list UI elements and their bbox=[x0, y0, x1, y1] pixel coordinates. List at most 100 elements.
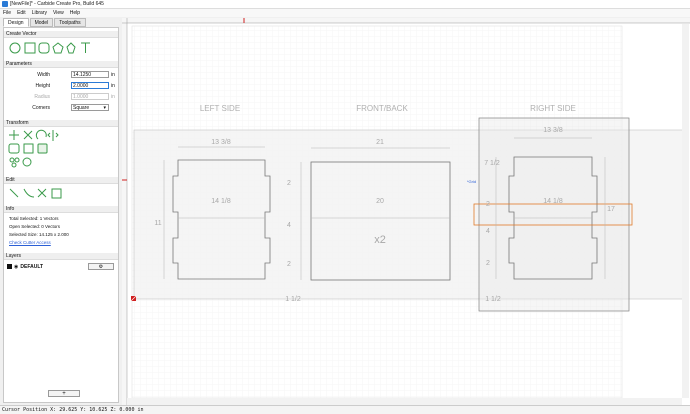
dim-right-inner: 14 1/8 bbox=[543, 198, 563, 205]
chevron-down-icon: ▾ bbox=[103, 104, 106, 111]
menu-file[interactable]: File bbox=[3, 10, 12, 16]
right-side-vector[interactable] bbox=[508, 156, 598, 280]
dim-left-height: 11 bbox=[154, 220, 161, 227]
scale-icon[interactable] bbox=[23, 130, 33, 140]
transform-header: Transform bbox=[4, 120, 118, 127]
info-open-selected: Open Selected: 0 Vectors bbox=[9, 224, 61, 229]
horizontal-scrollbar[interactable] bbox=[127, 398, 682, 405]
eye-icon[interactable]: ◉ bbox=[14, 263, 19, 270]
cursor-position: Cursor Position X: 29.625 Y: 10.625 Z: 0… bbox=[2, 407, 144, 413]
dim-left-inner: 14 1/8 bbox=[211, 198, 231, 205]
menu-library[interactable]: Library bbox=[31, 10, 47, 16]
top-ruler bbox=[122, 18, 690, 23]
rectangle-icon[interactable] bbox=[24, 42, 36, 54]
edit-header: Edit bbox=[4, 177, 118, 184]
menu-view[interactable]: View bbox=[52, 10, 64, 16]
dimension-lines bbox=[163, 137, 606, 280]
menu-help[interactable]: Help bbox=[69, 10, 81, 16]
label-right-side: RIGHT SIDE bbox=[530, 104, 576, 113]
dim-left-top: 13 3/8 bbox=[211, 139, 231, 146]
status-bar: Cursor Position X: 29.625 Y: 10.625 Z: 0… bbox=[0, 405, 690, 414]
edit-toolbar bbox=[9, 188, 62, 199]
dim-front-qty: x2 bbox=[374, 234, 386, 246]
mirror-icon[interactable] bbox=[47, 130, 59, 141]
layer-color-swatch[interactable] bbox=[7, 264, 12, 269]
grid-tag: *Grid bbox=[467, 179, 476, 184]
info-total-selected: Total Selected: 1 Vectors bbox=[9, 216, 59, 221]
layers-header: Layers bbox=[4, 253, 118, 260]
star-icon[interactable] bbox=[66, 42, 76, 54]
array-dot-icon bbox=[11, 162, 17, 168]
dim-front-inner: 20 bbox=[376, 198, 384, 205]
array-icon[interactable] bbox=[9, 157, 15, 163]
window-title: [NewFile]* - Carbide Create Pro, Build 6… bbox=[10, 1, 104, 7]
selected-vector-outline[interactable] bbox=[473, 203, 633, 226]
join-icon[interactable] bbox=[51, 188, 62, 199]
dim-right-top: 13 3/8 bbox=[543, 127, 563, 134]
boolean-icon[interactable] bbox=[23, 143, 34, 154]
create-vector-toolbar bbox=[9, 42, 90, 54]
app-logo-icon bbox=[2, 1, 8, 7]
offset-icon[interactable] bbox=[8, 143, 20, 154]
left-side-vector[interactable] bbox=[172, 159, 271, 280]
layer-name: DEFAULT bbox=[20, 263, 44, 270]
menu-edit[interactable]: Edit bbox=[17, 10, 26, 16]
menu-bar: File Edit Library View Help bbox=[0, 9, 690, 17]
dim-right-2: 2 bbox=[486, 201, 490, 208]
front-back-vector[interactable] bbox=[310, 161, 451, 281]
radius-label: Radius bbox=[34, 94, 50, 100]
text-icon[interactable] bbox=[81, 42, 90, 53]
dim-right-1: 7 1/2 bbox=[484, 160, 500, 167]
corners-label: Corners bbox=[32, 105, 50, 111]
tab-model[interactable]: Model bbox=[29, 18, 54, 27]
info-header: Info bbox=[4, 206, 118, 213]
label-front-back: FRONT/BACK bbox=[356, 104, 408, 113]
rounded-rectangle-icon[interactable] bbox=[38, 42, 50, 54]
parameters-header: Parameters bbox=[4, 61, 118, 68]
check-cutter-link[interactable]: Check Cutter Access bbox=[9, 240, 51, 245]
design-canvas[interactable]: LEFT SIDE FRONT/BACK RIGHT SIDE 13 3/8 1… bbox=[122, 18, 690, 405]
node-edit-icon[interactable] bbox=[9, 188, 19, 198]
curve-icon[interactable] bbox=[23, 188, 35, 198]
dim-bottom-right: 1 1/2 bbox=[485, 296, 501, 303]
add-layer-button[interactable]: + bbox=[48, 390, 80, 397]
canvas-svg[interactable]: LEFT SIDE FRONT/BACK RIGHT SIDE 13 3/8 1… bbox=[122, 18, 690, 405]
width-label: Width bbox=[37, 72, 50, 78]
transform-toolbar bbox=[8, 129, 59, 168]
width-input[interactable]: 14.1250 bbox=[71, 71, 109, 78]
weld-icon[interactable] bbox=[37, 143, 48, 154]
trim-icon[interactable] bbox=[37, 188, 47, 198]
height-label: Height bbox=[35, 83, 50, 89]
material-board bbox=[133, 129, 687, 300]
dim-right-3: 4 bbox=[486, 228, 490, 235]
panel-tabs: Design Model Toolpaths bbox=[3, 18, 86, 27]
circular-array-icon[interactable] bbox=[22, 157, 32, 167]
origin-icon bbox=[130, 295, 137, 302]
right-board-selection[interactable] bbox=[478, 117, 630, 312]
circle-icon[interactable] bbox=[9, 42, 21, 54]
radius-unit: in bbox=[111, 94, 115, 100]
radius-input[interactable]: 1.0000 bbox=[71, 93, 109, 100]
corners-value: Square bbox=[73, 104, 90, 111]
height-input[interactable]: 2.0000 bbox=[71, 82, 109, 89]
corners-select[interactable]: Square ▾ bbox=[71, 104, 109, 111]
tab-toolpaths[interactable]: Toolpaths bbox=[54, 18, 86, 27]
title-bar: [NewFile]* - Carbide Create Pro, Build 6… bbox=[0, 0, 690, 9]
tab-design[interactable]: Design bbox=[3, 18, 29, 27]
dim-front-top: 21 bbox=[376, 139, 384, 146]
width-unit: in bbox=[111, 72, 115, 78]
rotate-icon[interactable] bbox=[35, 129, 47, 140]
label-left-side: LEFT SIDE bbox=[200, 104, 240, 113]
vertical-scrollbar[interactable] bbox=[682, 24, 689, 398]
polygon-icon[interactable] bbox=[52, 42, 64, 54]
dim-right-4: 2 bbox=[486, 260, 490, 267]
dim-bottom-left: 1 1/2 bbox=[285, 296, 301, 303]
move-icon[interactable] bbox=[9, 130, 19, 140]
array-dot-icon bbox=[14, 157, 20, 163]
layer-settings-button[interactable]: ⚙ bbox=[88, 263, 114, 270]
layer-row[interactable]: ◉ DEFAULT bbox=[7, 263, 117, 270]
create-vector-header: Create Vector bbox=[4, 31, 118, 38]
left-ruler bbox=[122, 18, 127, 405]
dim-left-tab3: 2 bbox=[287, 261, 291, 268]
info-selected-size: Selected Size: 14.125 x 2.000 bbox=[9, 232, 69, 237]
